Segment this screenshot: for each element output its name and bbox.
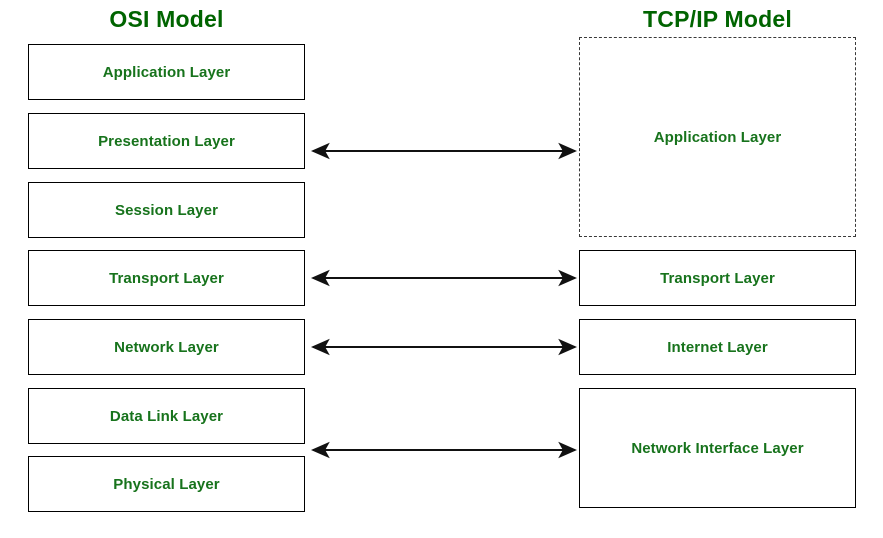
osi-layer-physical[interactable]: Physical Layer <box>28 456 305 512</box>
osi-layer-label: Presentation Layer <box>98 132 235 150</box>
tcpip-layer-network-interface[interactable]: Network Interface Layer <box>579 388 856 508</box>
osi-layer-transport[interactable]: Transport Layer <box>28 250 305 306</box>
osi-layer-data-link[interactable]: Data Link Layer <box>28 388 305 444</box>
osi-layer-label: Session Layer <box>114 201 219 219</box>
tcpip-layer-label: Transport Layer <box>660 269 775 287</box>
tcpip-layer-transport[interactable]: Transport Layer <box>579 250 856 306</box>
osi-layer-network[interactable]: Network Layer <box>28 319 305 375</box>
osi-layer-label: Transport Layer <box>109 269 224 287</box>
tcpip-layer-label: Network Interface Layer <box>631 439 804 457</box>
tcpip-layer-internet[interactable]: Internet Layer <box>579 319 856 375</box>
tcpip-model-title: TCP/IP Model <box>643 6 792 32</box>
osi-layer-label: Network Layer <box>114 338 219 356</box>
osi-layer-session[interactable]: Session Layer <box>28 182 305 238</box>
tcpip-layer-application[interactable]: Application Layer <box>579 37 856 237</box>
tcpip-layer-label: Application Layer <box>653 128 782 146</box>
osi-layer-label: Physical Layer <box>113 475 220 493</box>
tcpip-layer-label: Internet Layer <box>667 338 768 356</box>
osi-layer-application[interactable]: Application Layer <box>28 44 305 100</box>
osi-layer-label: Application Layer <box>102 63 231 81</box>
osi-layer-presentation[interactable]: Presentation Layer <box>28 113 305 169</box>
osi-layer-label: Data Link Layer <box>109 407 224 425</box>
osi-model-title: OSI Model <box>109 6 224 32</box>
mapping-link-network-internet[interactable] <box>308 339 580 355</box>
mapping-link-transport-transport[interactable] <box>308 270 580 286</box>
mapping-link-datalink-network-interface[interactable] <box>308 442 580 458</box>
mapping-link-presentation-application[interactable] <box>308 143 580 159</box>
